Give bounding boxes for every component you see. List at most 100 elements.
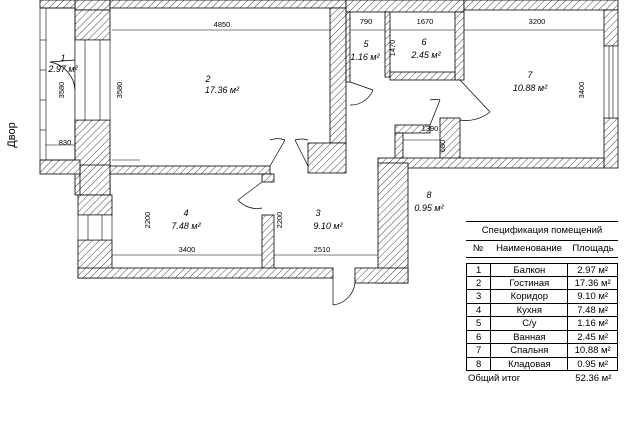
dim-room7-width: 3200 <box>529 17 546 26</box>
spec-cell-area: 1.16 м² <box>567 317 619 331</box>
spec-total-row: Общий итог 52.36 м² <box>466 372 618 386</box>
wall-left-upper <box>74 9 111 41</box>
table-row: 2 Гостиная 17.36 м² <box>466 276 619 290</box>
spec-header-name: Наименование <box>496 243 562 254</box>
spec-cell-area: 2.97 м² <box>567 263 619 277</box>
room-4-area: 7.48 м² <box>171 221 201 231</box>
table-row: 7 Спальня 10.88 м² <box>466 344 619 358</box>
door-balcony-arc <box>49 61 76 91</box>
spec-cell-area: 9.10 м² <box>567 290 619 304</box>
wall-bath-bottom <box>389 71 456 81</box>
room-7-area: 10.88 м² <box>513 83 548 93</box>
wall-closet-top <box>394 124 431 134</box>
spec-cell-num: 2 <box>466 276 491 290</box>
wall-left-corner <box>79 164 111 196</box>
room-8-area: 0.95 м² <box>414 203 444 213</box>
dim-closet-width: 1390 <box>422 124 439 133</box>
spec-cell-name: Балкон <box>490 263 568 277</box>
dim-room3-height: 2200 <box>275 212 284 229</box>
dim-room5-width: 790 <box>360 17 373 26</box>
room-4-number: 4 <box>183 208 188 218</box>
wall-top-left <box>74 0 111 11</box>
room-2-number: 2 <box>204 74 210 84</box>
spec-header: № Наименование Площадь <box>466 241 618 258</box>
room-5-area: 1.16 м² <box>350 52 380 62</box>
dim-room5-height: 1470 <box>388 40 397 57</box>
wall-right-bottom <box>603 117 619 169</box>
spec-cell-num: 5 <box>466 317 491 331</box>
spec-cell-area: 10.88 м² <box>567 344 619 358</box>
table-row: 5 С/у 1.16 м² <box>466 317 619 331</box>
wall-right-top <box>603 9 619 47</box>
dim-closet-depth: 680 <box>438 140 447 153</box>
wall-top-room2 <box>109 0 347 9</box>
dim-room4-height: 2200 <box>143 212 152 229</box>
room-2-area: 17.36 м² <box>205 85 240 95</box>
spec-header-num: № <box>472 243 484 254</box>
window-room2 <box>74 39 111 121</box>
table-row: 3 Коридор 9.10 м² <box>466 290 619 304</box>
wall-bath-bedroom <box>454 11 465 81</box>
table-row: 6 Ванная 2.45 м² <box>466 330 619 344</box>
walls <box>39 0 619 284</box>
spec-cell-name: Гостиная <box>490 276 568 290</box>
table-row: 1 Балкон 2.97 м² <box>466 263 619 277</box>
room-3-area: 9.10 м² <box>313 221 343 231</box>
dimension-labels: 4850 790 1670 3200 3580 3580 1470 3400 8… <box>57 17 586 254</box>
spec-total-value: 52.36 м² <box>575 373 612 384</box>
dim-room2-height: 3580 <box>115 82 124 99</box>
table-row: 8 Кладовая 0.95 м² <box>466 357 619 371</box>
dim-balcony-depth: 830 <box>59 138 72 147</box>
room-6-area: 2.45 м² <box>410 50 441 60</box>
room-5-number: 5 <box>363 39 369 49</box>
wall-bottom-right <box>354 267 409 284</box>
wall-wc-bath <box>384 11 391 78</box>
wall-kitchen-right <box>261 214 275 271</box>
wall-top-bedroom <box>463 0 619 11</box>
spec-cell-area: 0.95 м² <box>567 357 619 371</box>
spec-cell-num: 4 <box>466 303 491 317</box>
room-6-number: 6 <box>421 37 426 47</box>
yard-label: Двор <box>6 122 18 147</box>
dim-room3-width: 2510 <box>314 245 331 254</box>
spec-cell-name: Коридор <box>490 290 568 304</box>
doors <box>49 59 491 306</box>
spec-cell-name: Спальня <box>490 344 568 358</box>
room-labels: 1 2.97 м² 2 17.36 м² 3 9.10 м² 4 7.48 м²… <box>47 37 548 231</box>
wall-room2-right <box>329 7 347 144</box>
spec-cell-area: 7.48 м² <box>567 303 619 317</box>
spec-header-area: Площадь <box>572 243 614 254</box>
dim-room1-height: 3580 <box>57 82 66 99</box>
wall-room2-bottom-right <box>307 142 347 174</box>
spec-cell-name: С/у <box>490 317 568 331</box>
wall-corridor-right <box>377 162 409 284</box>
dim-room4-width: 3400 <box>179 245 196 254</box>
dim-room2-width: 4850 <box>214 20 231 29</box>
wall-balcony-top <box>39 0 76 9</box>
spec-cell-area: 17.36 м² <box>567 276 619 290</box>
room-7-number: 7 <box>527 70 533 80</box>
door-balcony-leaf <box>49 59 76 63</box>
wall-wc-left <box>345 11 351 83</box>
room-3-number: 3 <box>315 208 320 218</box>
wall-room2-bottom-left <box>109 165 271 175</box>
spec-total-label: Общий итог <box>468 373 521 384</box>
spec-title: Спецификация помещений <box>466 221 618 241</box>
spec-cell-num: 8 <box>466 357 491 371</box>
room-8-number: 8 <box>426 190 431 200</box>
spec-cell-name: Кухня <box>490 303 568 317</box>
spec-cell-area: 2.45 м² <box>567 330 619 344</box>
dim-room7-height: 3400 <box>577 82 586 99</box>
table-row: 4 Кухня 7.48 м² <box>466 303 619 317</box>
room-1-number: 1 <box>60 53 65 63</box>
dim-room6-width: 1670 <box>417 17 434 26</box>
window-kitchen <box>77 214 113 241</box>
wall-balcony-bottom <box>39 159 81 175</box>
spec-cell-name: Кладовая <box>490 357 568 371</box>
wall-bottom-left <box>77 267 334 279</box>
wall-bedroom-bottom <box>377 157 605 169</box>
specification-table: Спецификация помещений № Наименование Пл… <box>466 221 619 386</box>
spec-cell-num: 6 <box>466 330 491 344</box>
windows <box>74 39 619 241</box>
